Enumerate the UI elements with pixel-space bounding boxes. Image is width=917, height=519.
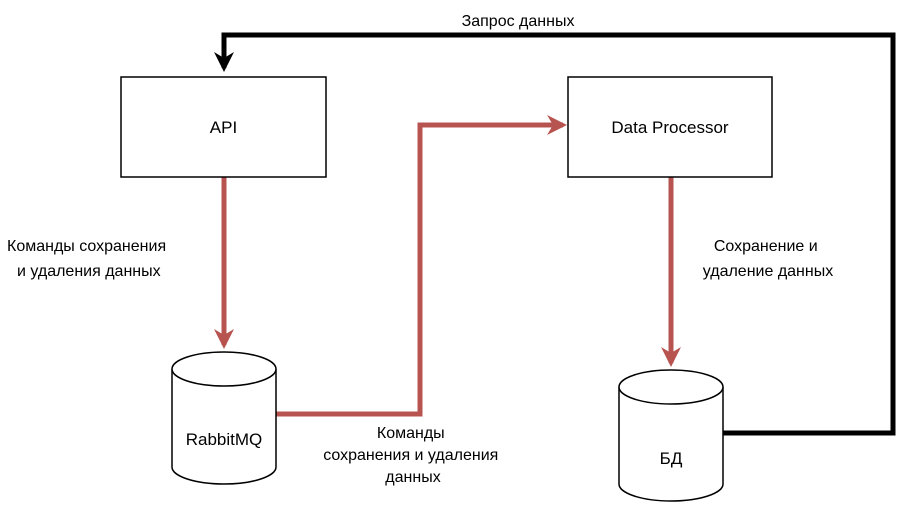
edge-rabbitmq-to-processor-label: Команды сохранения и удаления данных	[323, 425, 503, 486]
edge-api-to-rabbitmq: Команды сохранения и удаления данных	[7, 177, 234, 349]
node-rabbitmq: RabbitMQ	[171, 351, 277, 485]
edge-rabbitmq-to-processor: Команды сохранения и удаления данных	[276, 115, 567, 486]
edge-db-to-api: Запрос данных	[214, 13, 896, 436]
node-api-label: API	[210, 118, 237, 137]
node-rabbitmq-cylinder	[171, 369, 277, 485]
node-data-processor-label: Data Processor	[611, 118, 728, 137]
edge-db-to-api-label: Запрос данных	[462, 13, 575, 30]
node-data-processor: Data Processor	[567, 76, 773, 178]
edge-rabbitmq-to-processor-line	[276, 115, 567, 417]
node-rabbitmq-label: RabbitMQ	[186, 430, 263, 449]
node-data-processor-box	[567, 76, 773, 178]
node-rabbitmq-top	[171, 351, 277, 387]
node-api: API	[120, 76, 327, 178]
node-db: БД	[618, 369, 724, 502]
edge-processor-to-db-label: Сохранение и удаление данных	[703, 238, 833, 280]
edge-db-to-api-line	[214, 32, 896, 436]
node-db-top	[618, 369, 724, 405]
edge-processor-to-db: Сохранение и удаление данных	[661, 177, 833, 367]
edge-api-to-rabbitmq-label: Команды сохранения и удаления данных	[7, 238, 171, 280]
node-api-box	[120, 76, 327, 178]
node-db-cylinder	[618, 387, 724, 502]
node-db-label: БД	[660, 449, 683, 468]
